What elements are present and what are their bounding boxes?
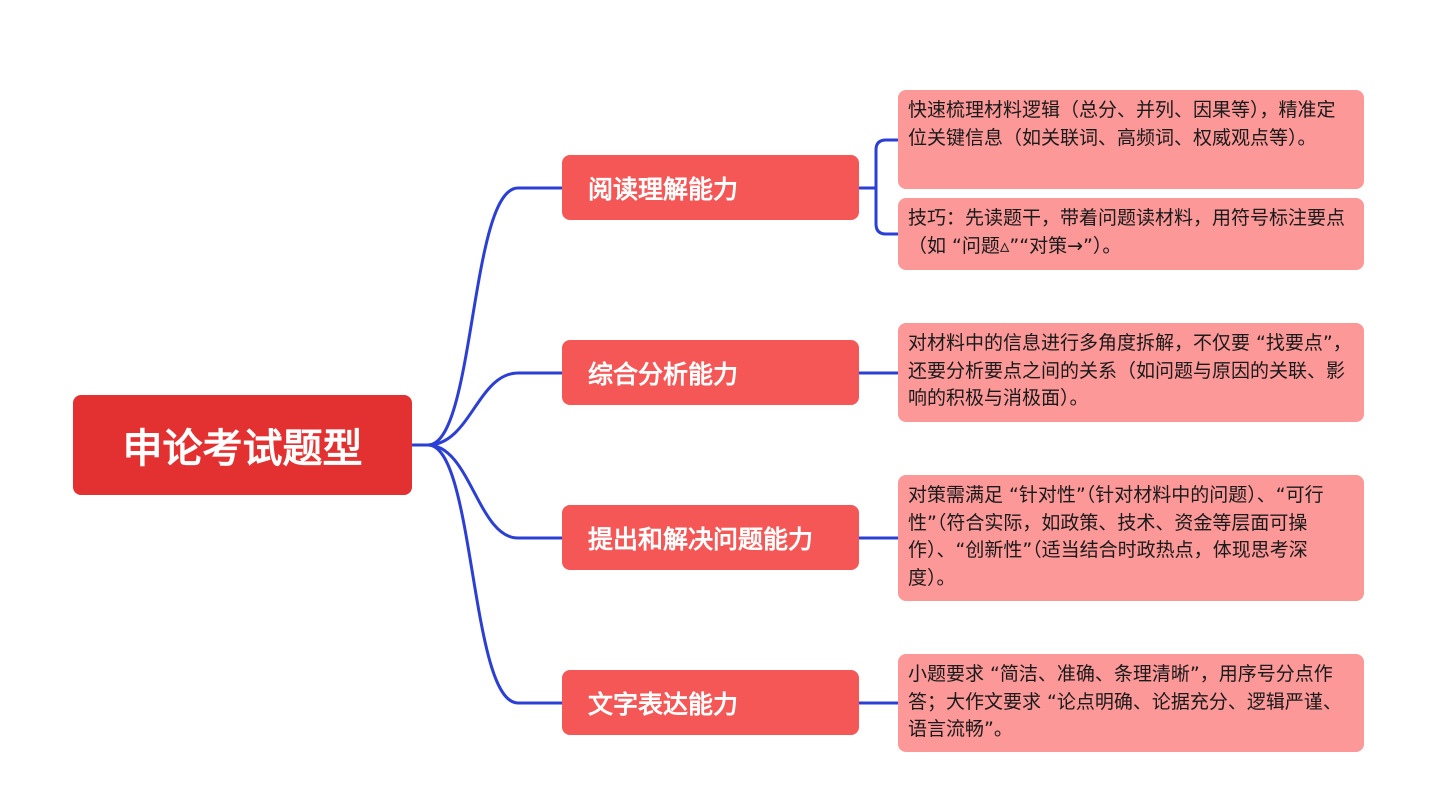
leaf-text: 对材料中的信息进行多角度拆解，不仅要 “找要点”，还要分析要点之间的关系（如问题…: [908, 332, 1352, 409]
branch-label: 提出和解决问题能力: [588, 524, 814, 554]
branch-label: 文字表达能力: [588, 689, 739, 719]
leaf-node-problem-solving[interactable]: 对策需满足 “针对性”（针对材料中的问题）、“可行性”（符合实际，如政策、技术、…: [898, 475, 1364, 601]
branch-label: 阅读理解能力: [588, 174, 739, 204]
branch-node-analysis[interactable]: 综合分析能力: [562, 340, 859, 405]
leaf-node-analysis[interactable]: 对材料中的信息进行多角度拆解，不仅要 “找要点”，还要分析要点之间的关系（如问题…: [898, 323, 1364, 422]
branch-node-problem-solving[interactable]: 提出和解决问题能力: [562, 505, 859, 570]
branch-node-writing[interactable]: 文字表达能力: [562, 670, 859, 735]
connector-branch-0-leaf-0: [857, 138, 900, 190]
connector-root-branch-1: [410, 371, 564, 447]
leaf-text: 对策需满足 “针对性”（针对材料中的问题）、“可行性”（符合实际，如政策、技术、…: [908, 484, 1324, 589]
leaf-node-writing[interactable]: 小题要求 “简洁、准确、条理清晰”，用序号分点作答；大作文要求 “论点明确、论据…: [898, 654, 1364, 752]
connector-root-branch-2: [410, 443, 564, 540]
connector-root-branch-0: [410, 186, 564, 447]
leaf-text: 技巧：先读题干，带着问题读材料，用符号标注要点（如 “问题▵”“对策→”）。: [908, 207, 1346, 257]
connector-branch-0-leaf-1: [874, 186, 900, 236]
branch-label: 综合分析能力: [588, 359, 739, 389]
leaf-text: 快速梳理材料逻辑（总分、并列、因果等），精准定位关键信息（如关联词、高频词、权威…: [908, 99, 1336, 149]
branch-node-reading[interactable]: 阅读理解能力: [562, 155, 859, 220]
connector-root-branch-3: [410, 443, 564, 705]
root-title: 申论考试题型: [122, 426, 363, 472]
leaf-node-reading-logic[interactable]: 快速梳理材料逻辑（总分、并列、因果等），精准定位关键信息（如关联词、高频词、权威…: [898, 90, 1364, 189]
root-node[interactable]: 申论考试题型: [73, 395, 412, 495]
leaf-text: 小题要求 “简洁、准确、条理清晰”，用序号分点作答；大作文要求 “论点明确、论据…: [908, 663, 1342, 740]
leaf-node-reading-tips[interactable]: 技巧：先读题干，带着问题读材料，用符号标注要点（如 “问题▵”“对策→”）。: [898, 198, 1364, 270]
